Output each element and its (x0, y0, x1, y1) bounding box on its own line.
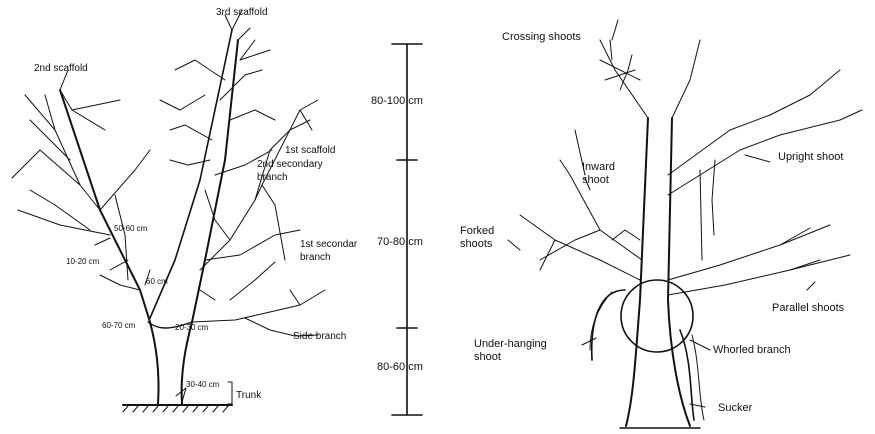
label-forked-line2: shoots (460, 239, 492, 251)
label-sucker: Sucker (718, 403, 752, 415)
label-upright-shoot: Upright shoot (778, 152, 843, 164)
scale-label-bottom: 80-60 cm (377, 362, 423, 374)
label-3rd-scaffold: 3rd scaffold (216, 8, 268, 19)
label-dim-10-20: 10-20 cm (66, 258, 99, 266)
scale-label-top: 80-100 cm (371, 96, 423, 108)
label-parallel-shoots: Parallel shoots (772, 303, 844, 315)
label-inward-line2: shoot (582, 175, 609, 187)
label-forked-line1: Forked (460, 226, 494, 238)
label-dim-20-30: 20-30 cm (175, 324, 208, 332)
label-dim-60: 60 cm (146, 278, 168, 286)
label-side-branch: Side branch (293, 332, 346, 343)
label-crossing-shoots: Crossing shoots (502, 32, 581, 44)
label-1st-scaffold: 1st scaffold (285, 146, 335, 157)
label-inward-line1: Inward (582, 162, 615, 174)
label-dim-50-60: 50-60 cm (114, 225, 147, 233)
right-tree-drawing (508, 20, 862, 428)
label-1st-secondary-line2: branch (300, 253, 331, 264)
label-2nd-secondary-line1: 2nd secondary (257, 160, 323, 171)
label-1st-secondary-line1: 1st secondar (300, 240, 357, 251)
scale-label-middle: 70-80 cm (377, 237, 423, 249)
label-dim-30-40: 30-40 cm (186, 381, 219, 389)
label-2nd-secondary-line2: branch (257, 173, 288, 184)
label-underhanging-line2: shoot (474, 352, 501, 364)
label-dim-60-70: 60-70 cm (102, 322, 135, 330)
label-2nd-scaffold: 2nd scaffold (34, 64, 88, 75)
label-whorled-branch: Whorled branch (713, 345, 791, 357)
label-underhanging-line1: Under-hanging (474, 339, 547, 351)
label-trunk: Trunk (236, 391, 261, 402)
